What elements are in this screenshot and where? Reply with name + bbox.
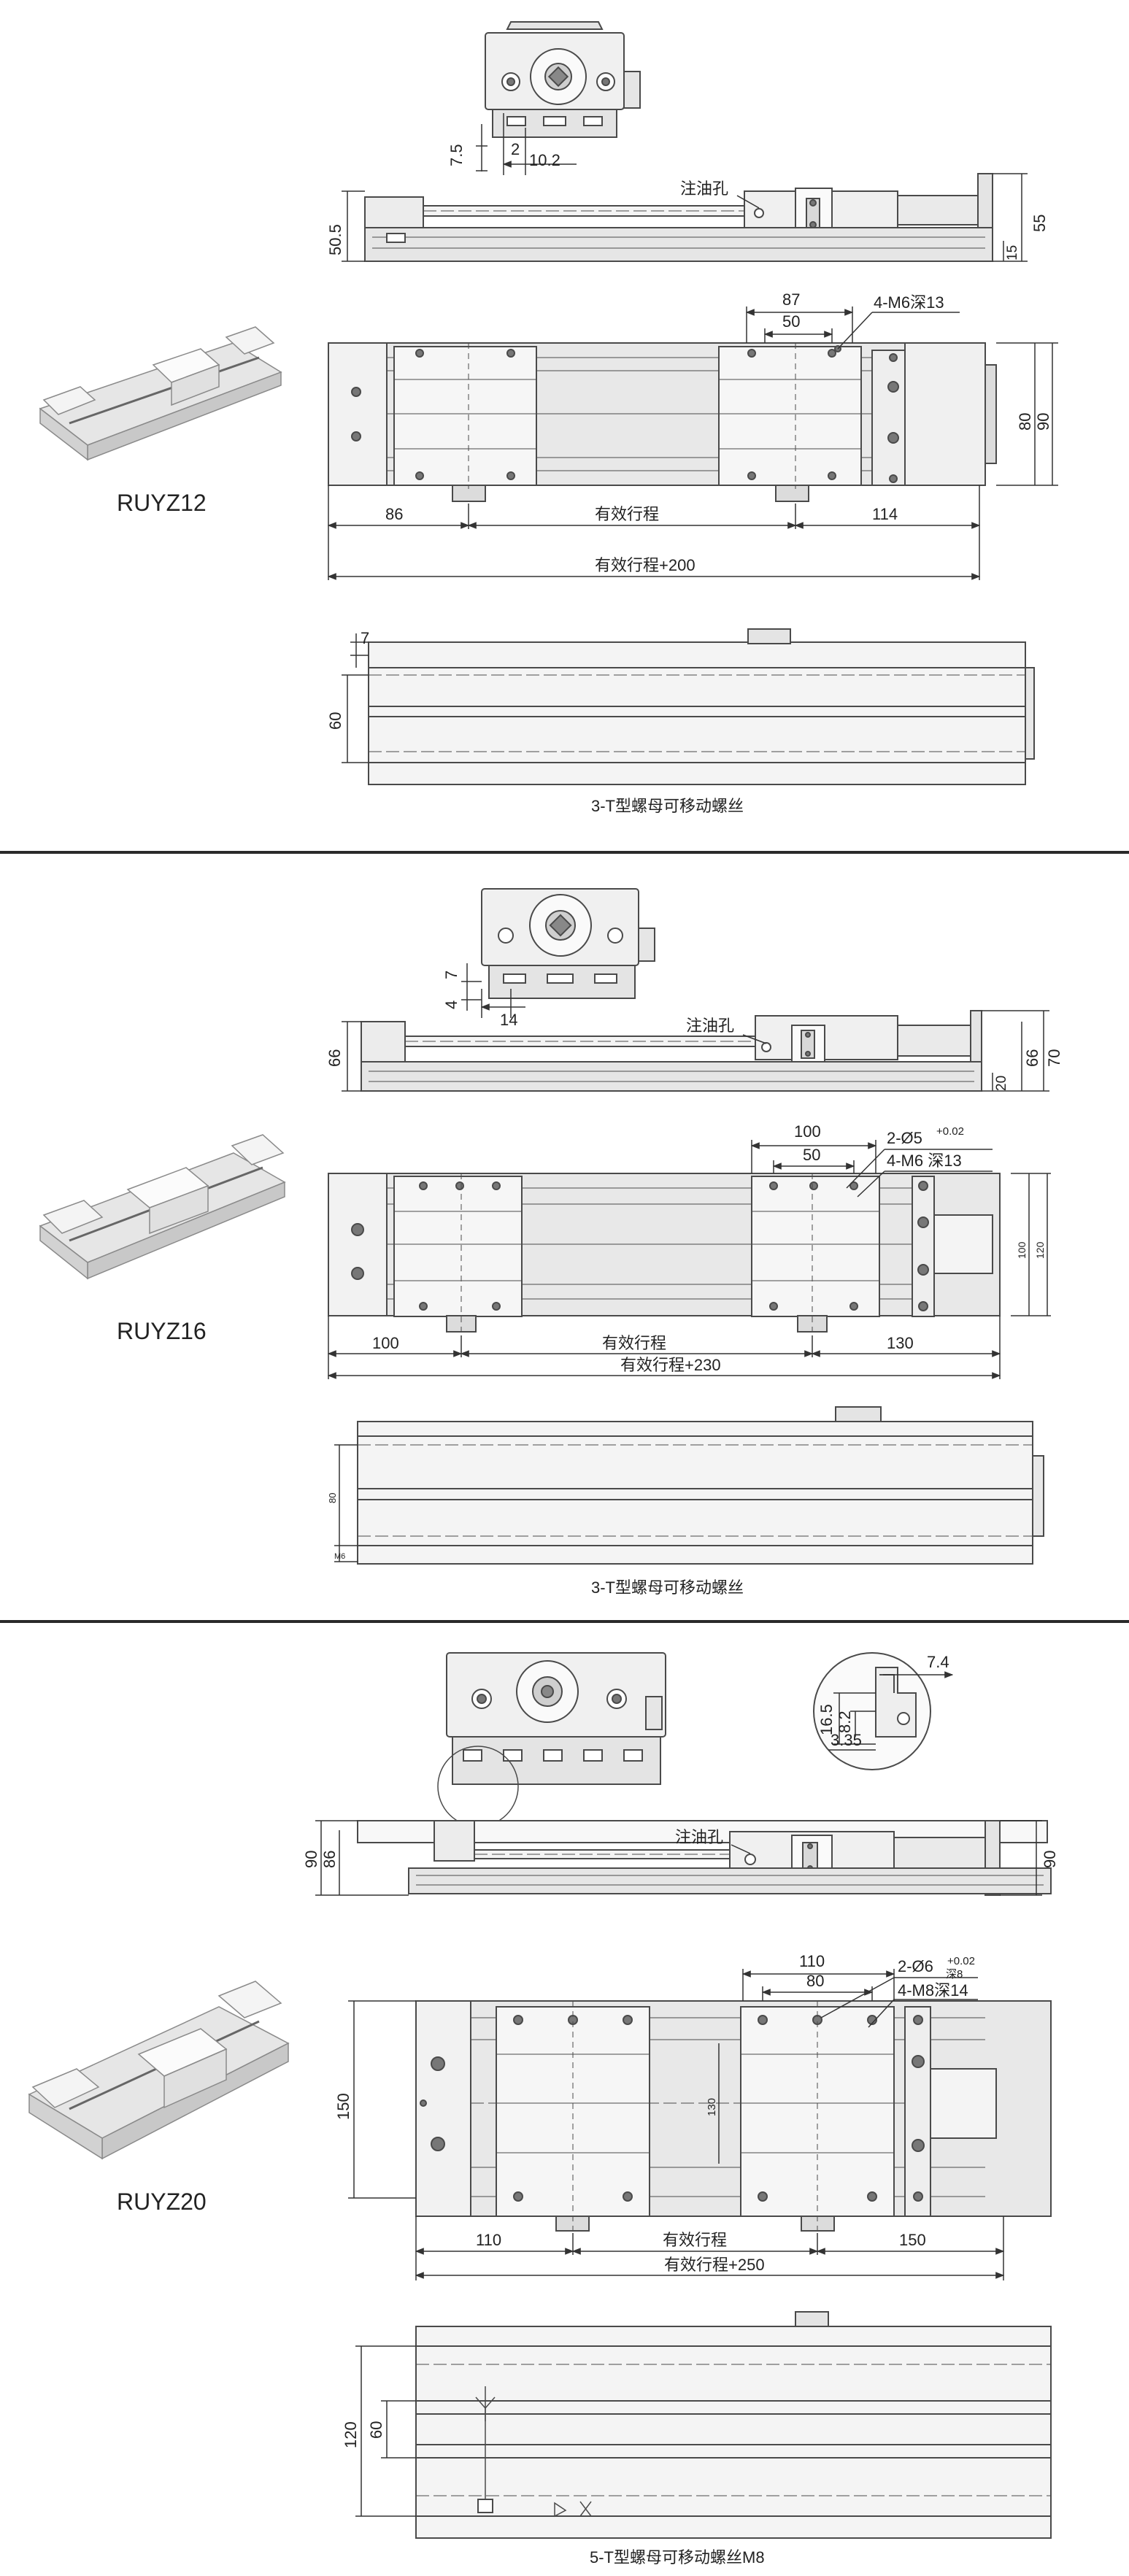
oil-hole-label: 注油孔 <box>686 1017 734 1035</box>
dim-left-end: 110 <box>476 2231 501 2249</box>
product-photo <box>39 1134 286 1280</box>
dim-bottom-height: 80 <box>327 1493 338 1503</box>
dim-end-2: 2 <box>511 140 520 158</box>
oil-hole-label: 注油孔 <box>680 180 728 198</box>
product-photo <box>39 326 282 461</box>
end-view-dimensions <box>476 113 577 175</box>
dim-pitch-inner: 50 <box>782 312 800 331</box>
dim-height: 150 <box>334 2093 352 2120</box>
dim-bottom-top: 7 <box>361 629 369 647</box>
dim-total: 有效行程+250 <box>664 2256 765 2274</box>
dim-pitch-inner: 50 <box>803 1146 820 1164</box>
dim-right-inner: 100 <box>1016 1241 1028 1259</box>
dim-thread: 4-M6 深13 <box>887 1152 962 1170</box>
dim-side-right: 55 <box>1030 215 1049 232</box>
dim-pin: 2-Ø5 <box>887 1129 922 1147</box>
section-ruyz16: 7 4 14 注油孔 66 20 66 70 <box>39 888 1063 1597</box>
dim-left-end: 86 <box>385 505 403 523</box>
end-view <box>481 888 655 999</box>
top-view <box>415 2000 1052 2233</box>
side-view <box>361 1010 982 1092</box>
dim-bottom-height: 60 <box>326 712 344 730</box>
bottom-caption: 3-T型螺母可移动螺丝 <box>591 1578 744 1597</box>
dim-detail-v-outer: 16.5 <box>817 1704 836 1735</box>
dim-pitch-outer: 87 <box>782 290 800 309</box>
dim-inner: 130 <box>706 2098 718 2116</box>
dim-pitch-inner: 80 <box>806 1972 824 1990</box>
model-name: RUYZ12 <box>117 490 207 516</box>
section-ruyz12: 7.5 2 10.2 注油孔 50.5 15 55 <box>39 21 1058 815</box>
dim-end-3: 10.2 <box>529 151 560 169</box>
top-view <box>328 1173 1001 1335</box>
dim-total: 有效行程+230 <box>620 1356 721 1374</box>
bottom-view <box>357 1406 1044 1565</box>
dim-tolerance: +0.02 <box>947 1955 975 1967</box>
dim-right-outer: 90 <box>1034 413 1052 431</box>
end-view <box>437 1652 666 1827</box>
dim-side-right-outer: 70 <box>1045 1049 1063 1067</box>
dim-right-end: 130 <box>887 1334 914 1352</box>
dim-pin-depth: 深8 <box>946 1968 963 1981</box>
dim-thread: 4-M6深13 <box>874 293 944 312</box>
section-ruyz20: 7.4 16.5 8.2 3.35 注油孔 90 86 90 <box>28 1652 1059 2567</box>
dim-end-1: 7 <box>442 971 461 979</box>
dim-end-1: 7.5 <box>447 144 466 166</box>
dim-side-left-outer: 90 <box>302 1851 320 1868</box>
dim-right-inner: 80 <box>1016 413 1034 431</box>
dim-side-right: 90 <box>1041 1851 1059 1868</box>
dim-bottom-small: M6 <box>334 1552 345 1561</box>
dim-pitch-outer: 110 <box>799 1952 825 1970</box>
dim-end-2: 4 <box>442 1000 461 1009</box>
dim-pin: 2-Ø6 <box>898 1957 933 1975</box>
dim-bottom-outer: 120 <box>342 2421 360 2448</box>
dim-right-end: 150 <box>899 2231 926 2249</box>
dim-side-small: 15 <box>1005 245 1020 261</box>
dim-left-end: 100 <box>372 1334 399 1352</box>
top-view <box>328 342 997 502</box>
dim-side-right: 66 <box>1023 1049 1041 1067</box>
bottom-view <box>368 628 1035 785</box>
side-view <box>357 1820 1052 1896</box>
dim-right-outer: 120 <box>1034 1241 1046 1259</box>
dim-total: 有效行程+200 <box>595 556 695 574</box>
dim-tolerance: +0.02 <box>936 1125 964 1138</box>
dim-detail-top: 7.4 <box>927 1653 949 1671</box>
dim-side-left: 66 <box>325 1049 344 1067</box>
dim-stroke: 有效行程 <box>602 1334 666 1352</box>
end-view <box>485 21 641 138</box>
product-photo <box>28 1981 290 2160</box>
dim-bottom-inner: 60 <box>367 2421 385 2439</box>
dim-detail-v-inner: 8.2 <box>836 1711 854 1733</box>
dim-stroke: 有效行程 <box>663 2231 727 2249</box>
dim-thread: 4-M8深14 <box>898 1981 968 2000</box>
dim-detail-bottom: 3.35 <box>831 1731 862 1749</box>
side-view <box>364 173 993 262</box>
dim-pitch-outer: 100 <box>794 1122 821 1141</box>
bottom-caption: 5-T型螺母可移动螺丝M8 <box>590 2548 765 2567</box>
bottom-caption: 3-T型螺母可移动螺丝 <box>591 797 744 815</box>
dim-side-left: 50.5 <box>326 224 344 255</box>
model-name: RUYZ16 <box>117 1318 207 1344</box>
dim-side-small: 20 <box>994 1076 1009 1091</box>
dim-right-end: 114 <box>872 505 898 523</box>
model-name: RUYZ20 <box>117 2189 207 2215</box>
bottom-view <box>415 2311 1052 2539</box>
oil-hole-label: 注油孔 <box>675 1828 723 1846</box>
dim-stroke: 有效行程 <box>595 505 659 523</box>
dim-end-3: 14 <box>500 1011 517 1029</box>
dim-side-left-inner: 86 <box>320 1851 339 1868</box>
